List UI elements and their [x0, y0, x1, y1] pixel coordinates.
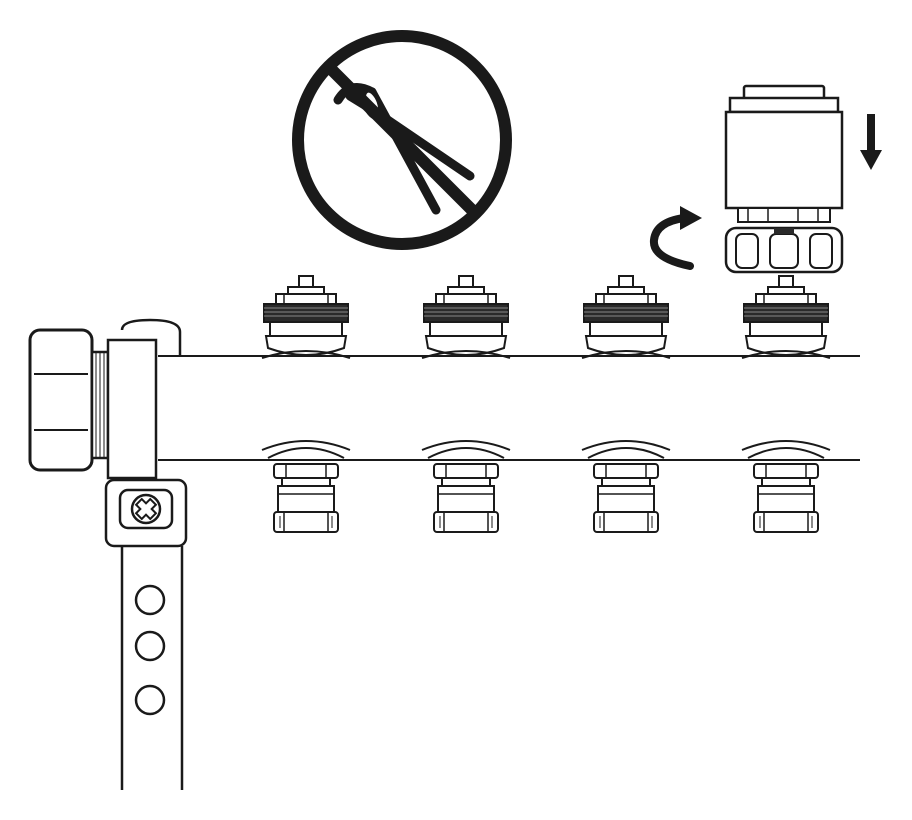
valve-insert: [421, 275, 511, 359]
return-port: [261, 440, 351, 533]
bracket-hole: [134, 584, 166, 616]
manifold-pipes: [158, 355, 860, 461]
bracket-hole: [134, 630, 166, 662]
return-port-row: [261, 440, 831, 533]
push-down-arrow-icon: [860, 114, 882, 170]
actuator-head: [724, 84, 844, 274]
valve-insert: [581, 275, 671, 359]
no-pliers-icon: [292, 30, 512, 250]
turn-clockwise-icon: [649, 206, 702, 270]
return-port: [421, 440, 511, 533]
phillips-screw-icon: [118, 488, 174, 530]
return-port: [581, 440, 671, 533]
valve-insert: [741, 275, 831, 359]
valve-insert: [261, 275, 351, 359]
valve-row: [261, 275, 831, 359]
mounting-bracket: [104, 318, 188, 790]
bracket-holes: [134, 584, 166, 716]
end-nut: [28, 328, 110, 472]
bracket-hole: [134, 684, 166, 716]
return-port: [741, 440, 831, 533]
